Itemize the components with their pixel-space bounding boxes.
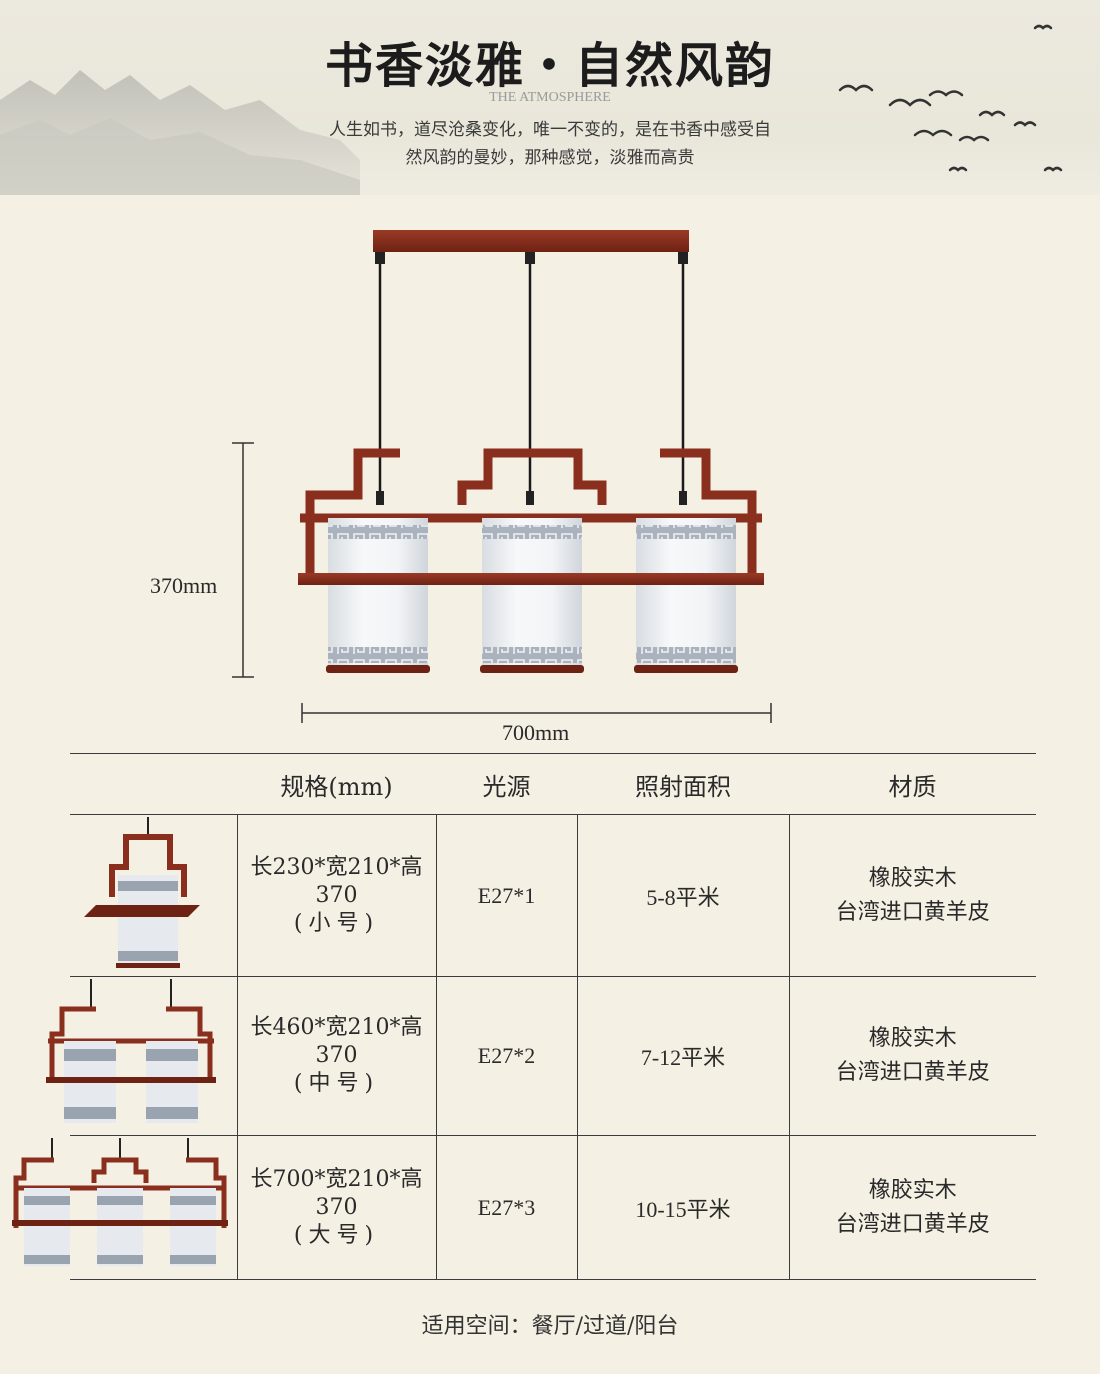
applicable-spaces-note: 适用空间：餐厅/过道/阳台 bbox=[421, 1314, 679, 1339]
intro-text: 人生如书，道尽沧桑变化，唯一不变的，是在书香中感受自 然风韵的曼妙，那种感觉，淡… bbox=[270, 116, 830, 172]
material-line-2: 台湾进口黄羊皮 bbox=[835, 1060, 990, 1085]
size-dimensions: 长700*宽210*高370 bbox=[250, 1166, 423, 1220]
header-material: 材质 bbox=[789, 753, 1036, 815]
material-line-1: 橡胶实木 bbox=[868, 1026, 957, 1051]
triple-lamp-icon bbox=[12, 1138, 228, 1266]
material-cell: 橡胶实木 台湾进口黄羊皮 bbox=[788, 814, 1036, 977]
size-name: (小号) bbox=[293, 910, 380, 936]
light-source-cell: E27*3 bbox=[435, 1135, 578, 1280]
header-banner: 书香淡雅・自然风韵 THE ATMOSPHERE 人生如书，道尽沧桑变化，唯一不… bbox=[0, 0, 1100, 195]
lamp-shades bbox=[326, 518, 738, 673]
header-image bbox=[70, 753, 237, 815]
header-spec: 规格(mm) bbox=[237, 753, 436, 815]
page-headline: 书香淡雅・自然风韵 bbox=[324, 38, 775, 94]
single-lamp-icon bbox=[84, 817, 200, 968]
table-row: 长700*宽210*高370 (大号) E27*3 10-15平米 橡胶实木 台… bbox=[12, 1135, 1036, 1280]
ceiling-canopy bbox=[373, 230, 689, 252]
thumbnail-small-lamp bbox=[70, 814, 238, 977]
header-light-source: 光源 bbox=[436, 753, 577, 815]
light-source-cell: E27*1 bbox=[435, 814, 578, 977]
intro-line-2: 然风韵的曼妙，那种感觉，淡雅而高贵 bbox=[405, 148, 695, 168]
flying-birds-illustration bbox=[838, 24, 1063, 172]
height-dimension-label: 370mm bbox=[150, 573, 218, 598]
thumbnail-large-lamp bbox=[12, 1135, 238, 1280]
material-cell: 橡胶实木 台湾进口黄羊皮 bbox=[788, 976, 1036, 1136]
size-name: (中号) bbox=[293, 1071, 380, 1096]
pendant-lamp-illustration bbox=[232, 230, 772, 723]
coverage-area-cell: 10-15平米 bbox=[576, 1135, 790, 1280]
ink-mountains-illustration bbox=[0, 70, 360, 195]
material-line-2: 台湾进口黄羊皮 bbox=[835, 1211, 990, 1237]
dimension-lines bbox=[232, 442, 772, 723]
header-coverage-area: 照射面积 bbox=[577, 753, 789, 815]
light-source-cell: E27*2 bbox=[435, 976, 578, 1136]
size-cell: 长230*宽210*高370 (小号) bbox=[236, 814, 437, 977]
double-lamp-icon bbox=[46, 979, 216, 1123]
intro-line-1: 人生如书，道尽沧桑变化，唯一不变的，是在书香中感受自 bbox=[329, 120, 771, 140]
material-cell: 橡胶实木 台湾进口黄羊皮 bbox=[788, 1135, 1036, 1280]
page-subhead: THE ATMOSPHERE bbox=[489, 90, 611, 105]
table-header-row: 规格(mm) 光源 照射面积 材质 bbox=[70, 753, 1036, 815]
size-dimensions: 长230*宽210*高370 bbox=[250, 854, 423, 908]
material-line-2: 台湾进口黄羊皮 bbox=[835, 899, 990, 925]
coverage-area-cell: 5-8平米 bbox=[576, 814, 790, 977]
size-cell: 长460*宽210*高370 (中号) bbox=[236, 976, 437, 1136]
spec-table: 规格(mm) 光源 照射面积 材质 长230*宽210*高370 (小号) E2… bbox=[12, 753, 1036, 1280]
table-row: 长460*宽210*高370 (中号) E27*2 7-12平米 橡胶实木 台湾… bbox=[46, 976, 1036, 1136]
product-drawing: 370mm 700mm bbox=[0, 195, 1100, 755]
size-name: (大号) bbox=[293, 1222, 380, 1248]
table-row: 长230*宽210*高370 (小号) E27*1 5-8平米 橡胶实木 台湾进… bbox=[70, 814, 1036, 977]
material-line-1: 橡胶实木 bbox=[868, 865, 957, 891]
size-cell: 长700*宽210*高370 (大号) bbox=[236, 1135, 437, 1280]
size-dimensions: 长460*宽210*高370 bbox=[250, 1015, 423, 1068]
thumbnail-medium-lamp bbox=[46, 976, 238, 1136]
width-dimension-label: 700mm bbox=[502, 720, 570, 745]
coverage-area-cell: 7-12平米 bbox=[576, 976, 790, 1136]
material-line-1: 橡胶实木 bbox=[868, 1177, 957, 1203]
